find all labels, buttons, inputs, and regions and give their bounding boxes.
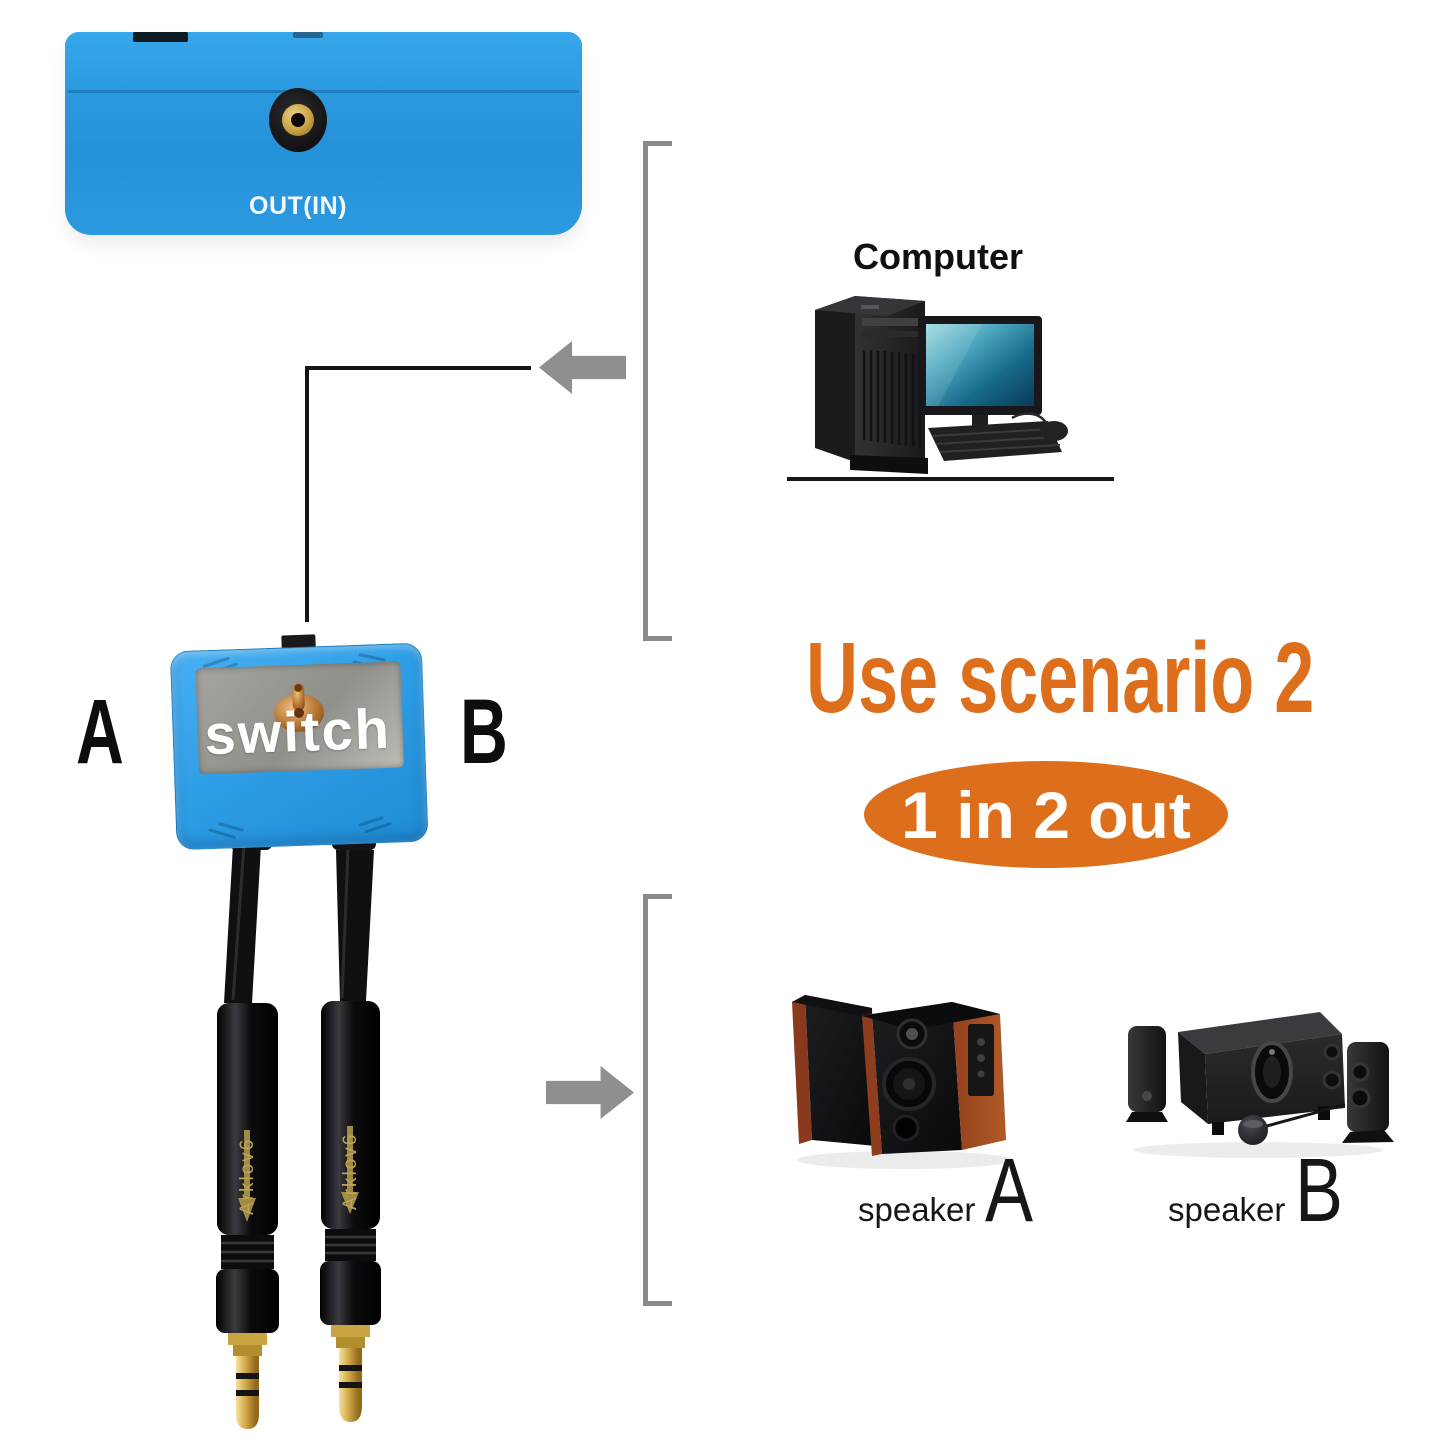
audio-jack-icon [269, 88, 327, 152]
cable-b: Arklov6 [320, 849, 381, 1422]
speaker-b-label-letter: B [1295, 1141, 1344, 1241]
screen-glare [926, 324, 982, 406]
arrow-left-icon [539, 341, 626, 394]
speaker-a-label: speaker A [858, 1146, 1045, 1236]
port-b-letter: B [460, 681, 508, 783]
plug-b-engraving: Arklov6 [340, 1133, 361, 1210]
switch-box-front-view: switch [169, 631, 429, 852]
connector-line-vertical [305, 366, 309, 622]
tower-drive-bay [862, 318, 918, 326]
scenario-badge-text: 1 in 2 out [901, 777, 1191, 852]
device-seam [68, 90, 579, 93]
speaker-b-label-word: speaker [1168, 1191, 1286, 1228]
mouse [1040, 421, 1068, 441]
speaker-a-label-word: speaker [858, 1191, 976, 1228]
tower-side [815, 296, 855, 462]
keyboard-keys [931, 428, 1061, 453]
bracket-top-vertical [643, 141, 648, 641]
computer-illustration [815, 296, 1068, 474]
plug-a-engraving: Arklov6 [237, 1138, 258, 1215]
computer-title: Computer [853, 236, 1023, 277]
connector-line-horizontal [305, 366, 531, 370]
scenario-title: Use scenario 2 [806, 622, 1315, 734]
tower-drive-bay-2 [862, 331, 918, 337]
arrow-right-icon [546, 1066, 634, 1119]
monitor-screen [926, 324, 1034, 406]
port-a-letter: A [76, 681, 124, 783]
speaker-a-illustration [792, 995, 1013, 1169]
device-top-slot-2 [293, 32, 323, 38]
cable-a: Arklov6 [216, 844, 279, 1429]
bracket-bottom-vertical [643, 894, 648, 1306]
speaker-a-label-letter: A [985, 1141, 1034, 1241]
scenario-badge: 1 in 2 out [864, 761, 1228, 868]
tower-front [855, 296, 925, 462]
tower-logo [861, 305, 879, 309]
toggle-switch-icon [274, 682, 325, 732]
switch-box-side-view: OUT(IN) [65, 32, 582, 235]
port-label-out-in: OUT(IN) [249, 192, 347, 220]
tower-base [850, 455, 928, 474]
speaker-b-illustration [1126, 1012, 1394, 1158]
bracket-bottom-tick-upper [643, 894, 672, 899]
speaker-b-label: speaker B [1168, 1146, 1355, 1236]
mouse-cable [1011, 412, 1050, 427]
computer-underline [787, 477, 1114, 481]
bracket-bottom-tick-lower [643, 1301, 672, 1306]
bracket-top-tick-lower [643, 636, 672, 641]
device-top-slot [133, 32, 188, 42]
switch-label: switch [203, 696, 392, 767]
audio-cables-illustration: Arklov6 Arklov6 [216, 808, 381, 1429]
bracket-top-tick-upper [643, 141, 672, 146]
jack-hole [291, 113, 305, 127]
